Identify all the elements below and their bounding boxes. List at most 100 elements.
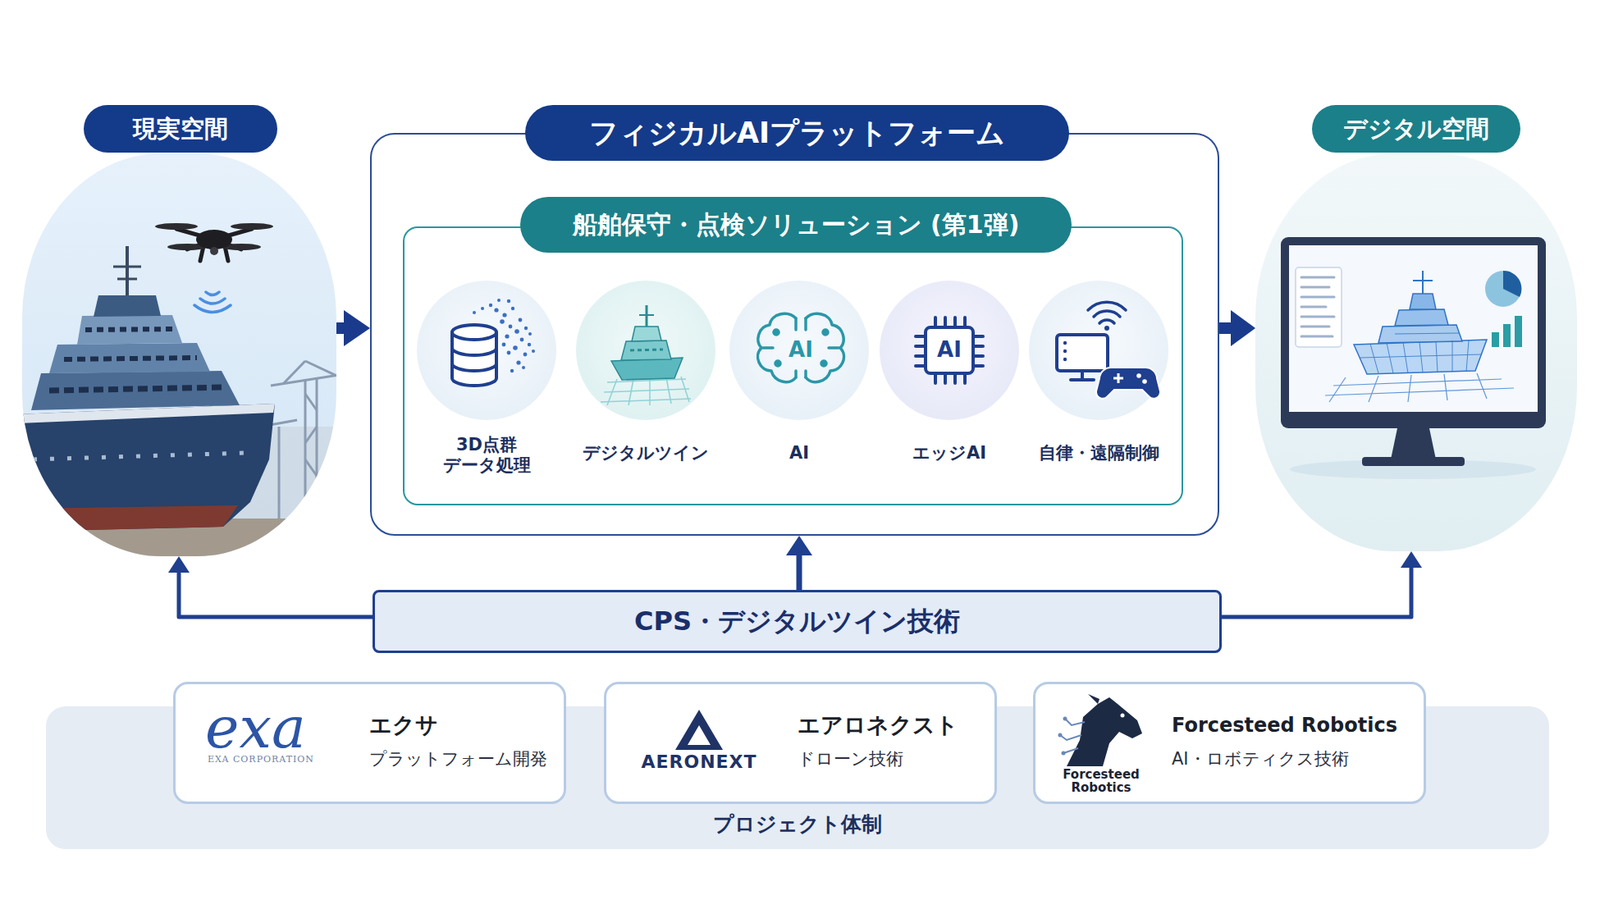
brain-icon bbox=[773, 329, 779, 335]
company-role: ドローン技術 bbox=[797, 746, 991, 773]
monitor-illustration bbox=[1394, 333, 1459, 334]
remote-control-icon bbox=[1063, 349, 1067, 353]
digital-twin-icon bbox=[607, 379, 686, 383]
ship-photo bbox=[22, 246, 337, 557]
monitor-illustration bbox=[1370, 343, 1379, 374]
remote-control-icon bbox=[1056, 301, 1161, 399]
brain-icon bbox=[821, 361, 827, 366]
circle-label: エッジAI bbox=[859, 441, 1040, 467]
point-cloud-icon bbox=[510, 369, 514, 373]
monitor-illustration bbox=[1362, 457, 1465, 467]
horse-logo bbox=[1058, 694, 1143, 767]
horse-logo bbox=[1066, 697, 1143, 767]
monitor-illustration bbox=[1408, 374, 1412, 403]
monitor-illustration bbox=[1280, 237, 1546, 429]
monitor-illustration bbox=[1289, 245, 1538, 412]
mast bbox=[113, 265, 142, 269]
crane bbox=[305, 393, 317, 411]
drone bbox=[230, 223, 274, 230]
remote-control-icon bbox=[1070, 378, 1094, 382]
chip-icon bbox=[915, 344, 926, 348]
deck-line bbox=[22, 403, 275, 424]
crane bbox=[315, 379, 319, 526]
brain-icon bbox=[822, 329, 828, 335]
remote-control-icon bbox=[1088, 301, 1126, 324]
point-cloud-icon bbox=[452, 363, 497, 371]
ship-photo bbox=[22, 426, 337, 557]
technology-band: CPS・デジタルツイン技術 bbox=[372, 589, 1222, 654]
drone bbox=[155, 223, 198, 230]
brain-icon bbox=[758, 313, 845, 382]
monitor-illustration bbox=[1421, 270, 1424, 294]
monitor-illustration bbox=[1301, 315, 1335, 319]
digital-twin-icon bbox=[681, 376, 690, 403]
digital-twin-icon bbox=[645, 305, 649, 327]
chip-icon bbox=[915, 364, 926, 368]
point-cloud-icon bbox=[512, 345, 518, 351]
point-cloud-icon bbox=[504, 333, 509, 339]
point-cloud-icon bbox=[497, 298, 501, 302]
chip-icon bbox=[933, 317, 938, 328]
company-card: エアロネクストドローン技術 bbox=[603, 681, 997, 805]
chip-icon bbox=[973, 344, 983, 348]
horse-logo bbox=[1063, 717, 1068, 722]
point-cloud-icon bbox=[527, 342, 531, 347]
superstructure bbox=[49, 342, 211, 374]
chip-icon bbox=[915, 317, 983, 384]
company-role: AI・ロボティクス技術 bbox=[1171, 746, 1422, 773]
chip-icon bbox=[963, 373, 967, 384]
remote-control-icon bbox=[1063, 357, 1067, 362]
drone bbox=[176, 228, 252, 261]
signal-waves bbox=[200, 298, 225, 304]
brain-icon bbox=[758, 313, 796, 382]
connector-line bbox=[1219, 322, 1236, 334]
crane bbox=[305, 361, 337, 376]
hull-bottom bbox=[22, 505, 238, 532]
point-cloud-icon bbox=[452, 298, 535, 386]
point-cloud-icon bbox=[508, 324, 513, 330]
remote-control-icon bbox=[1136, 373, 1142, 379]
point-cloud-icon bbox=[499, 319, 505, 325]
band-label: CPS・デジタルツイン技術 bbox=[374, 592, 1220, 651]
drone bbox=[196, 229, 233, 250]
crane bbox=[304, 379, 307, 526]
monitor-illustration bbox=[1353, 339, 1487, 375]
point-cloud-icon bbox=[452, 347, 497, 356]
project-band: プロジェクト体制エクサプラットフォーム開発エアロネクストドローン技術Forces… bbox=[45, 706, 1550, 850]
horse-logo bbox=[1061, 751, 1066, 756]
digital-twin-icon bbox=[603, 388, 690, 393]
superstructure bbox=[31, 370, 240, 411]
remote-control-icon bbox=[1142, 379, 1148, 384]
company-name: エアロネクスト bbox=[797, 708, 991, 742]
point-cloud-icon bbox=[507, 351, 512, 356]
monitor-illustration bbox=[1280, 237, 1546, 480]
point-cloud-icon bbox=[493, 307, 499, 312]
windows bbox=[85, 329, 174, 330]
arrow-head bbox=[168, 556, 190, 573]
point-cloud-icon bbox=[520, 338, 525, 343]
panel-heading: 現実空間 bbox=[83, 105, 278, 153]
monitor-illustration bbox=[1378, 324, 1463, 343]
chip-icon bbox=[973, 334, 983, 339]
company-card: Forcesteed RoboticsAI・ロボティクス技術 bbox=[1033, 681, 1427, 805]
point-cloud-icon bbox=[480, 306, 485, 311]
technology-circle: 3D点群 データ処理 bbox=[416, 280, 557, 421]
chip-icon bbox=[915, 334, 926, 339]
crane bbox=[260, 420, 298, 427]
superstructure bbox=[77, 315, 183, 345]
digital-twin-icon bbox=[600, 376, 691, 406]
chip-icon bbox=[943, 317, 947, 328]
solution-title: 船舶保守・点検ソリューション (第1弾) bbox=[520, 196, 1072, 253]
horse-logo bbox=[1065, 718, 1085, 726]
brain-icon bbox=[794, 318, 798, 330]
chip-icon bbox=[933, 373, 938, 384]
brain-icon bbox=[804, 318, 808, 330]
crane bbox=[270, 374, 337, 386]
connector-arrow bbox=[786, 535, 813, 590]
monitor-illustration bbox=[1503, 270, 1522, 298]
digital-twin-icon bbox=[630, 349, 663, 351]
brain-icon bbox=[775, 361, 781, 366]
monitor-illustration bbox=[1485, 270, 1522, 307]
digital-twin-icon bbox=[666, 377, 672, 404]
